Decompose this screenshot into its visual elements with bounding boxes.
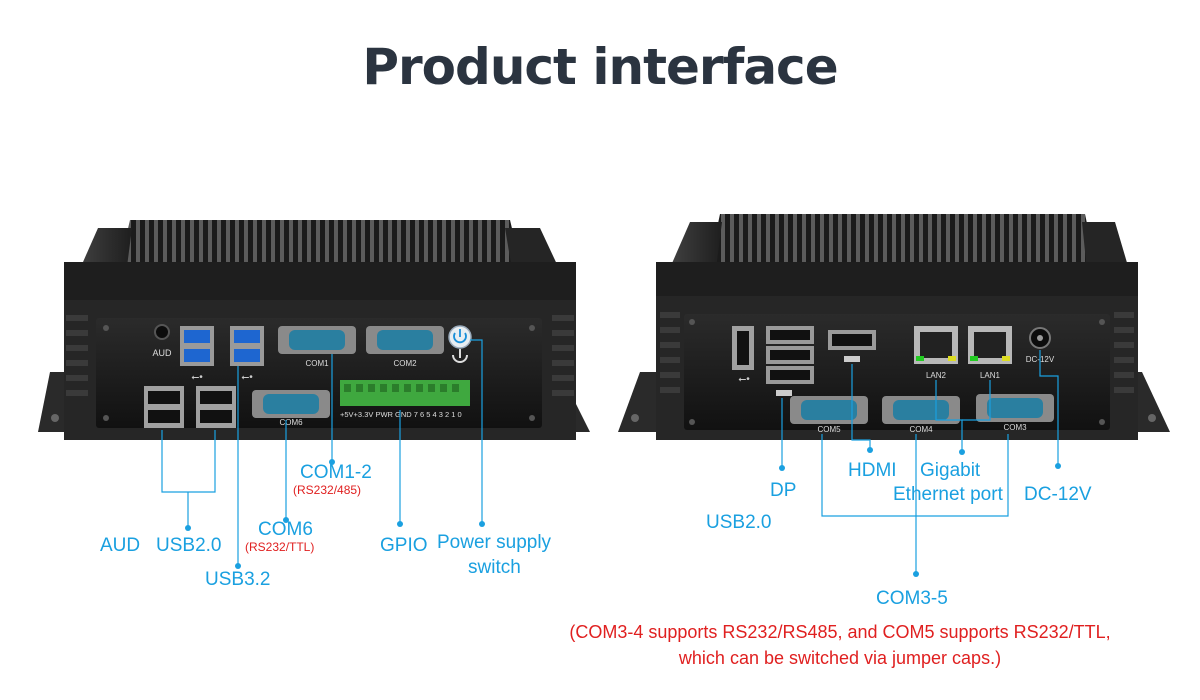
usb20-port-icon <box>144 386 184 428</box>
com3-marking: COM3 <box>1003 423 1027 432</box>
rear-left-flange <box>618 372 660 432</box>
com2-port-icon <box>366 326 444 354</box>
label-dc: DC-12V <box>1024 484 1092 505</box>
label-power-line1: Power supply <box>437 532 552 553</box>
label-gigabit-line2: Ethernet port <box>893 484 1003 505</box>
com1-marking: COM1 <box>305 359 329 368</box>
com6-marking: COM6 <box>279 418 303 427</box>
hdmi-symbol-icon <box>844 356 860 362</box>
front-callout-lines <box>161 339 483 566</box>
power-symbol-icon <box>452 349 468 363</box>
label-com12: COM1-2 <box>300 462 372 483</box>
rear-callout-lines <box>781 350 1059 574</box>
screw-icon <box>1099 419 1105 425</box>
label-gigabit-line1: Gigabit <box>920 460 981 481</box>
screw-icon <box>529 325 535 331</box>
rear-usb20-port-icon <box>732 326 754 370</box>
audio-jack-icon <box>154 324 170 340</box>
power-button-icon <box>448 325 472 349</box>
front-heatsink <box>120 220 520 262</box>
usb32-port-icon <box>180 326 214 366</box>
gpio-marking: +5V+3.3V PWR GND 7 6 5 4 3 2 1 0 <box>340 410 462 419</box>
rear-callout-dots <box>779 447 1061 577</box>
label-com6: COM6 <box>258 519 313 540</box>
label-dp: DP <box>770 480 797 501</box>
front-device: AUD ⭠• ⭠• COM1 <box>38 220 590 440</box>
label-aud: AUD <box>100 535 141 556</box>
hdmi-port-icon <box>828 330 876 350</box>
com4-marking: COM4 <box>909 425 933 434</box>
label-gpio: GPIO <box>380 535 428 556</box>
screw-icon <box>689 419 695 425</box>
com1-port-icon <box>278 326 356 354</box>
usb32-port-icon <box>230 326 264 366</box>
label-hdmi: HDMI <box>848 460 897 481</box>
front-left-flange <box>38 372 72 432</box>
lan2-marking: LAN2 <box>926 371 947 380</box>
com4-port-icon <box>882 396 960 424</box>
note-line1: (COM3-4 supports RS232/RS485, and COM5 s… <box>569 622 1111 642</box>
usb-symbol-icon: ⭠• <box>241 372 253 383</box>
usb20-port-icon <box>196 386 236 428</box>
screw-icon <box>103 415 109 421</box>
note-line2: which can be switched via jumper caps.) <box>678 648 1002 668</box>
dp-symbol-icon <box>776 390 792 396</box>
com6-port-icon <box>252 390 330 418</box>
rear-heatsink <box>710 214 1095 262</box>
label-com12-sub: (RS232/485) <box>293 483 362 497</box>
screw-icon <box>529 415 535 421</box>
lan1-marking: LAN1 <box>980 371 1001 380</box>
screw-icon <box>1099 319 1105 325</box>
gpio-terminal-icon <box>340 380 470 406</box>
rear-device: ⭠• LAN2 LAN1 DC-12V <box>618 214 1170 440</box>
com5-marking: COM5 <box>817 425 841 434</box>
aud-marking: AUD <box>152 348 172 358</box>
lan2-port-icon <box>914 326 958 364</box>
page-title: Product interface <box>362 38 838 96</box>
label-usb20: USB2.0 <box>156 535 222 556</box>
screw-icon <box>51 414 59 422</box>
usb-symbol-icon: ⭠• <box>738 374 750 385</box>
screw-icon <box>631 414 639 422</box>
label-com6-sub: (RS232/TTL) <box>245 540 315 554</box>
label-power-line2: switch <box>468 557 521 578</box>
com5-port-icon <box>790 396 868 424</box>
label-usb32: USB3.2 <box>205 569 271 590</box>
screw-icon <box>689 319 695 325</box>
label-rear-usb20: USB2.0 <box>706 512 772 533</box>
com3-port-icon <box>976 394 1054 422</box>
usb-symbol-icon: ⭠• <box>191 372 203 383</box>
label-com35: COM3-5 <box>876 588 948 609</box>
lan1-port-icon <box>968 326 1012 364</box>
front-callout-dots <box>185 459 485 569</box>
dp-port-icon <box>766 326 814 384</box>
com2-marking: COM2 <box>393 359 417 368</box>
screw-icon <box>1148 414 1156 422</box>
screw-icon <box>103 325 109 331</box>
